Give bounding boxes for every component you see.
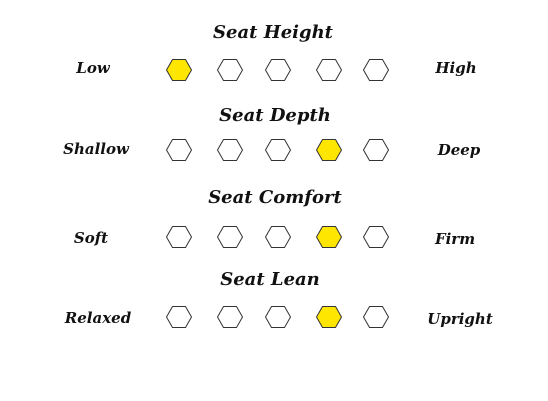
hexagon-icon <box>217 306 243 328</box>
hexagon-icon <box>217 59 243 81</box>
hexagon-icon <box>363 306 389 328</box>
seat-comfort-option-2[interactable] <box>216 225 244 249</box>
seat-depth-option-5[interactable] <box>362 138 390 162</box>
seat-lean-option-4-selected[interactable] <box>315 305 343 329</box>
hexagon-icon <box>265 226 291 248</box>
seat-comfort-option-1[interactable] <box>165 225 193 249</box>
hexagon-icon <box>316 59 342 81</box>
seat-comfort-option-3[interactable] <box>264 225 292 249</box>
hexagon-icon <box>166 306 192 328</box>
seat-comfort-min-label: Soft <box>73 229 109 247</box>
seat-lean-option-5[interactable] <box>362 305 390 329</box>
seat-height-option-2[interactable] <box>216 58 244 82</box>
seat-lean-min-label: Relaxed <box>64 309 132 327</box>
seat-comfort-option-4-selected[interactable] <box>315 225 343 249</box>
seat-height-max-label: High <box>435 59 477 77</box>
hexagon-icon <box>316 139 342 161</box>
seat-lean-title: Seat Lean <box>220 269 320 290</box>
seat-height-option-1-selected[interactable] <box>165 58 193 82</box>
seat-height-title: Seat Height <box>213 22 333 43</box>
seat-comfort-title: Seat Comfort <box>208 187 342 208</box>
seat-lean-option-1[interactable] <box>165 305 193 329</box>
seat-depth-option-1[interactable] <box>165 138 193 162</box>
hexagon-icon <box>217 139 243 161</box>
hexagon-icon <box>265 59 291 81</box>
seat-depth-max-label: Deep <box>437 141 481 159</box>
seat-depth-option-3[interactable] <box>264 138 292 162</box>
seat-comfort-max-label: Firm <box>434 230 476 248</box>
seat-height-option-3[interactable] <box>264 58 292 82</box>
hexagon-icon <box>166 59 192 81</box>
hexagon-icon <box>363 59 389 81</box>
hexagon-icon <box>265 139 291 161</box>
seat-depth-option-2[interactable] <box>216 138 244 162</box>
hexagon-icon <box>166 139 192 161</box>
hexagon-icon <box>265 306 291 328</box>
seat-depth-min-label: Shallow <box>63 140 129 158</box>
seat-height-option-4[interactable] <box>315 58 343 82</box>
seat-depth-option-4-selected[interactable] <box>315 138 343 162</box>
hexagon-icon <box>363 139 389 161</box>
hexagon-icon <box>166 226 192 248</box>
seat-comfort-option-5[interactable] <box>362 225 390 249</box>
seat-height-min-label: Low <box>76 59 110 77</box>
hexagon-icon <box>316 226 342 248</box>
seat-depth-title: Seat Depth <box>219 105 331 126</box>
hexagon-icon <box>217 226 243 248</box>
seat-lean-max-label: Upright <box>427 310 493 328</box>
hexagon-icon <box>316 306 342 328</box>
hexagon-icon <box>363 226 389 248</box>
seat-height-option-5[interactable] <box>362 58 390 82</box>
seat-lean-option-3[interactable] <box>264 305 292 329</box>
seat-lean-option-2[interactable] <box>216 305 244 329</box>
